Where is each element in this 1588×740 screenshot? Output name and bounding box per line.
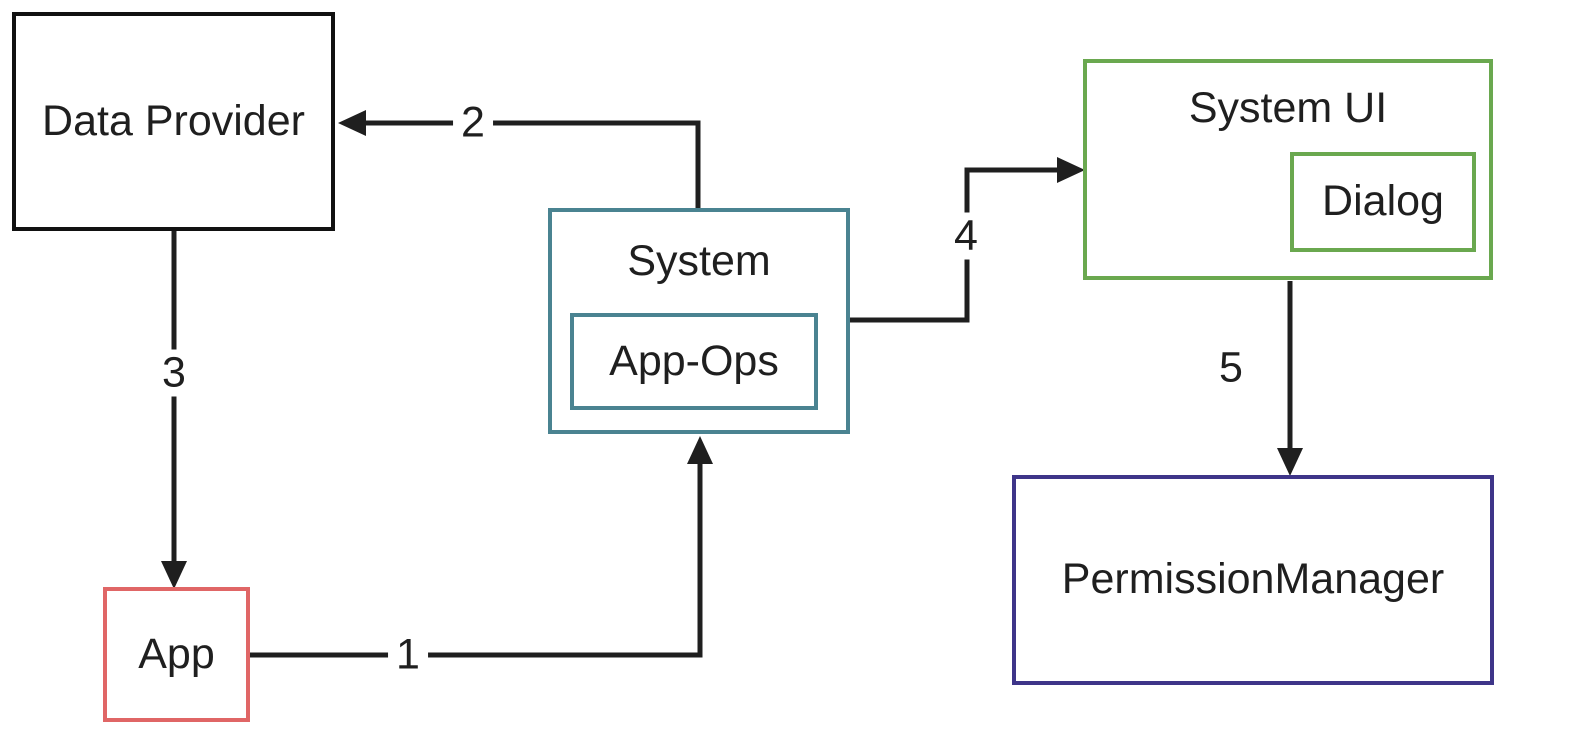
box-app: App [103,587,250,722]
dialog-label: Dialog [1322,177,1444,226]
arrow-label-4: 4 [946,212,986,260]
system-ui-label: System UI [1188,84,1388,132]
arrow-label-3: 3 [154,349,194,397]
arrowhead-1-up [687,436,713,464]
system-label: System [627,237,771,285]
connector-1-app-to-system [250,450,703,658]
arrow-label-1: 1 [388,631,428,679]
app-ops-label: App-Ops [609,336,779,385]
box-permission-manager: PermissionManager [1012,475,1494,685]
box-dialog: Dialog [1290,152,1476,252]
app-label: App [138,629,215,678]
box-app-ops: App-Ops [570,313,818,410]
arrowhead-3-down [161,561,187,589]
data-provider-label: Data Provider [42,96,305,145]
arrow-label-2: 2 [453,99,493,147]
arrowhead-2-left [338,110,366,136]
arrowhead-4-right [1057,157,1085,183]
arrowhead-5-down [1277,448,1303,476]
box-data-provider: Data Provider [12,12,335,231]
arrow-label-5: 5 [1211,344,1251,392]
permission-manager-label: PermissionManager [1061,555,1445,604]
connector-2-system-to-data-provider [365,120,701,210]
